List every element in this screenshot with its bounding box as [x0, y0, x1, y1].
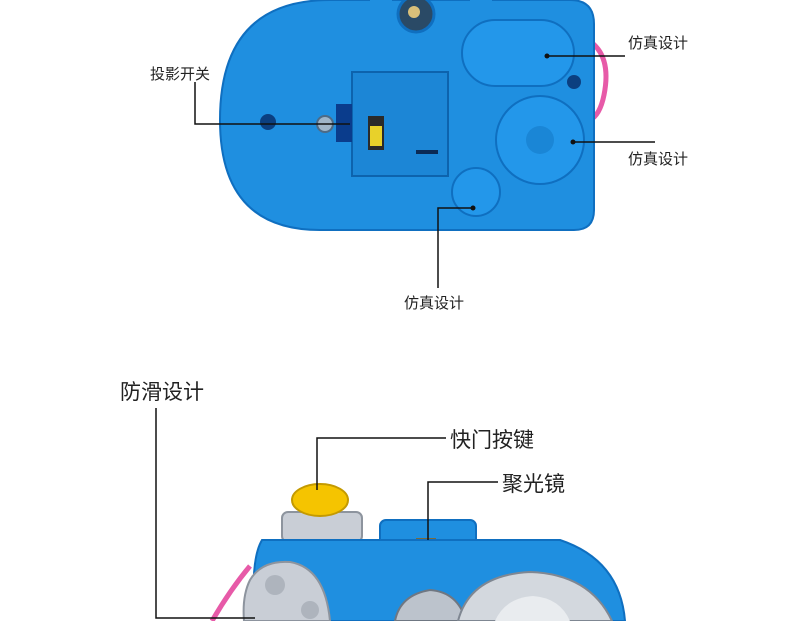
viewfinder-glint: [408, 6, 420, 18]
leader-sim-bottom: [437, 207, 473, 288]
leader-anti-slip: [155, 408, 255, 619]
body-hole: [260, 114, 276, 130]
body-hole: [567, 75, 581, 89]
label-anti-slip: 防滑设计: [120, 380, 204, 404]
bottom-leader-lines: [155, 408, 498, 619]
simulated-button-top: [461, 19, 575, 87]
label-sim-design-top: 仿真设计: [628, 34, 689, 52]
top-bump: [470, 0, 492, 10]
leader-focus-lens: [427, 481, 498, 540]
leader-projection-switch: [194, 82, 350, 125]
shutter-button: [291, 483, 349, 517]
toy-camera-back: [218, 0, 609, 231]
label-projection-switch: 投影开关: [150, 65, 211, 83]
label-sim-design-right: 仿真设计: [628, 150, 689, 168]
simulated-menu-button: [451, 167, 501, 217]
leader-shutter: [316, 437, 446, 490]
leader-dot: [570, 139, 576, 145]
panel-mark: [416, 150, 438, 154]
label-sim-design-bottom: 仿真设计: [404, 294, 465, 312]
switch-panel: [351, 71, 449, 177]
camera-strap: [586, 37, 609, 123]
label-shutter-button: 快门按键: [450, 428, 534, 452]
leader-dot: [544, 53, 550, 59]
top-leader-lines: [194, 55, 655, 288]
lens-highlight: [495, 596, 570, 621]
grip-dot: [265, 575, 285, 595]
camera-strap: [209, 564, 252, 621]
label-focus-lens: 聚光镜: [502, 472, 565, 496]
top-bump: [370, 0, 392, 14]
grip-dot: [301, 601, 319, 619]
switch-slot: [336, 104, 352, 142]
toy-camera-front: [209, 483, 627, 621]
projection-switch-knob: [370, 126, 382, 146]
leader-dot: [470, 205, 476, 211]
dpad-center: [526, 126, 554, 154]
